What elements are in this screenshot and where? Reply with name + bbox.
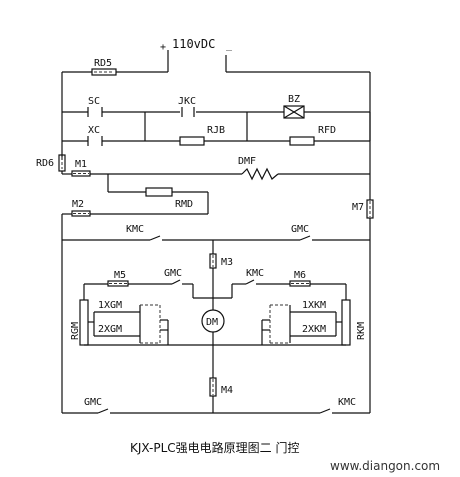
right-loop: KMC M6 — [213, 268, 347, 346]
middle-rail — [61, 171, 370, 175]
motor-dm-label: DM — [206, 317, 218, 328]
node-m2: M2 — [71, 199, 91, 217]
node-m3-label: M3 — [221, 257, 233, 268]
power-supply: + 110vDC _ — [160, 37, 233, 72]
contact-kmc-bot-label: KMC — [338, 397, 356, 408]
center-vertical: M3 M4 — [209, 240, 233, 413]
power-label: 110vDC — [172, 37, 215, 51]
contact-gmc-top-label: GMC — [291, 224, 309, 235]
fuse-rd6-label: RD6 — [36, 158, 54, 169]
limit-switch-1xgm-label: 1XGM — [98, 300, 122, 311]
coil-dmf: DMF — [238, 156, 279, 181]
resistor-rjb-label: RJB — [207, 125, 225, 136]
contact-xc-label: XC — [88, 125, 100, 136]
limit-switch-xgm: 1XGM 2XGM — [93, 300, 169, 345]
diagram-caption: KJX-PLC强电电路原理图二 门控 — [130, 440, 299, 455]
buzzer-bz: BZ — [283, 94, 305, 119]
node-m6-label: M6 — [294, 270, 306, 281]
resistor-rmd-label: RMD — [175, 199, 193, 210]
node-m2-label: M2 — [72, 199, 84, 210]
resistor-rgm: RGM — [70, 299, 94, 346]
resistor-rjb: RJB — [179, 125, 225, 146]
resistor-rkm-label: RKM — [356, 322, 367, 340]
top-contact-row: KMC GMC — [61, 224, 371, 413]
contact-sc-label: SC — [88, 96, 100, 107]
upper-branches — [61, 102, 371, 160]
power-plus: + — [160, 42, 166, 53]
power-minus: _ — [226, 40, 233, 51]
contact-xc: XC — [87, 125, 103, 146]
contact-jkc: JKC — [178, 96, 196, 117]
limit-switch-xkm: 1XKM 2XKM — [261, 300, 337, 345]
contact-gmc-mid-label: GMC — [164, 268, 182, 279]
fuse-rd5: RD5 — [91, 58, 117, 76]
resistor-rgm-label: RGM — [70, 322, 81, 340]
resistor-rkm: RKM — [336, 299, 367, 346]
limit-switch-2xgm-label: 2XGM — [98, 324, 122, 335]
contact-gmc-bot-label: GMC — [84, 397, 102, 408]
limit-switch-1xkm-label: 1XKM — [302, 300, 326, 311]
contact-jkc-label: JKC — [178, 96, 196, 107]
resistor-rfd: RFD — [289, 125, 336, 146]
resistor-rmd: RMD — [107, 174, 209, 214]
node-m7-label: M7 — [352, 202, 364, 213]
limit-switch-2xkm-label: 2XKM — [302, 324, 326, 335]
node-m5-label: M5 — [114, 270, 126, 281]
m2-rail — [61, 213, 208, 240]
node-m1: M1 — [71, 159, 91, 177]
buzzer-bz-label: BZ — [288, 94, 300, 105]
node-m7: M7 — [352, 199, 374, 240]
watermark: www.diangon.com — [330, 459, 440, 473]
contact-sc: SC — [87, 96, 103, 117]
node-m4-label: M4 — [221, 385, 233, 396]
left-loop: M5 GMC — [83, 268, 213, 346]
bottom-contact-row: GMC KMC — [62, 397, 370, 414]
coil-dmf-label: DMF — [238, 156, 256, 167]
fuse-rd6: RD6 — [36, 154, 66, 172]
node-m1-label: M1 — [75, 159, 87, 170]
motor-dm: DM — [201, 309, 225, 333]
contact-kmc-mid-label: KMC — [246, 268, 264, 279]
contact-kmc-top-label: KMC — [126, 224, 144, 235]
fuse-rd5-label: RD5 — [94, 58, 112, 69]
resistor-rfd-label: RFD — [318, 125, 336, 136]
